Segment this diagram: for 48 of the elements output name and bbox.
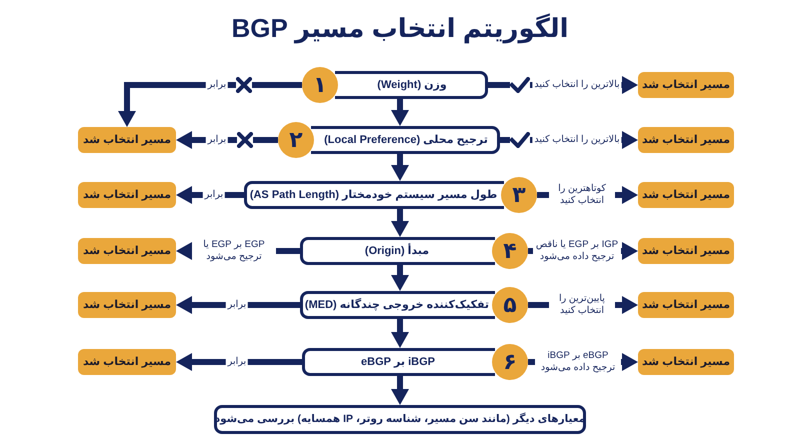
edge-label: کوتاهترین را انتخاب کنید xyxy=(549,183,615,207)
edge-label: پایین‌ترین را انتخاب کنید xyxy=(549,293,615,317)
arrow xyxy=(391,319,409,348)
step-number-badge: ۵ xyxy=(492,287,528,323)
step-number-badge: ۴ xyxy=(492,233,528,269)
result-box: مسیر انتخاب شد xyxy=(78,292,176,318)
step-number-badge: ۳ xyxy=(501,177,537,213)
edge-label: برابر xyxy=(206,79,228,91)
process-box: طول مسیر سیستم خودمختار (AS Path Length) xyxy=(244,181,504,209)
edge-label: بالاترین را انتخاب کنید xyxy=(532,79,622,91)
result-box: مسیر انتخاب شد xyxy=(638,238,734,264)
step-number-badge: ۲ xyxy=(278,122,314,158)
arrow xyxy=(391,99,409,126)
result-box: مسیر انتخاب شد xyxy=(638,72,734,98)
result-box: مسیر انتخاب شد xyxy=(78,127,176,153)
step-number-badge: ۶ xyxy=(492,344,528,380)
result-box: مسیر انتخاب شد xyxy=(638,292,734,318)
result-box: مسیر انتخاب شد xyxy=(638,182,734,208)
edge-label: IGP بر EGP یا ناقص ترجیح داده می‌شود xyxy=(533,239,621,263)
title: الگوریتم انتخاب مسیر BGP xyxy=(231,12,569,44)
result-box: مسیر انتخاب شد xyxy=(78,238,176,264)
edge-label: بالاترین را انتخاب کنید xyxy=(532,134,622,146)
process-box: تفکیک‌کننده خروجی چندگانه (MED) xyxy=(300,291,495,319)
arrow xyxy=(176,353,302,371)
process-box: مبدأ (Origin) xyxy=(300,237,495,265)
result-box: مسیر انتخاب شد xyxy=(78,182,176,208)
arrow xyxy=(391,209,409,237)
arrow xyxy=(176,296,300,314)
final-step-box: معیارهای دیگر (مانند سن مسیر، شناسه روتر، IP همسایه) بررسی می‌شود xyxy=(214,405,586,434)
edge-label: برابر xyxy=(226,356,248,368)
arrow xyxy=(391,154,409,181)
edge-label: برابر xyxy=(202,189,226,201)
edge-label: EGP بر EGP یا ترجیح می‌شود xyxy=(192,239,276,263)
arrow xyxy=(391,265,409,291)
arrow xyxy=(391,376,409,405)
process-box: وزن (Weight) xyxy=(335,71,488,99)
arrow xyxy=(176,186,244,204)
process-box: ترجیح محلی (Local Preference) xyxy=(311,126,500,154)
arrow xyxy=(118,82,302,127)
arrow xyxy=(176,131,278,149)
edge-label: برابر xyxy=(206,134,228,146)
edge-label: eBGP بر iBGP ترجیح داده می‌شود xyxy=(535,350,621,374)
process-box: iBGP بر eBGP xyxy=(302,348,495,376)
step-number-badge: ۱ xyxy=(302,67,338,103)
edge-label: برابر xyxy=(226,299,248,311)
result-box: مسیر انتخاب شد xyxy=(638,127,734,153)
result-box: مسیر انتخاب شد xyxy=(78,349,176,375)
result-box: مسیر انتخاب شد xyxy=(638,349,734,375)
